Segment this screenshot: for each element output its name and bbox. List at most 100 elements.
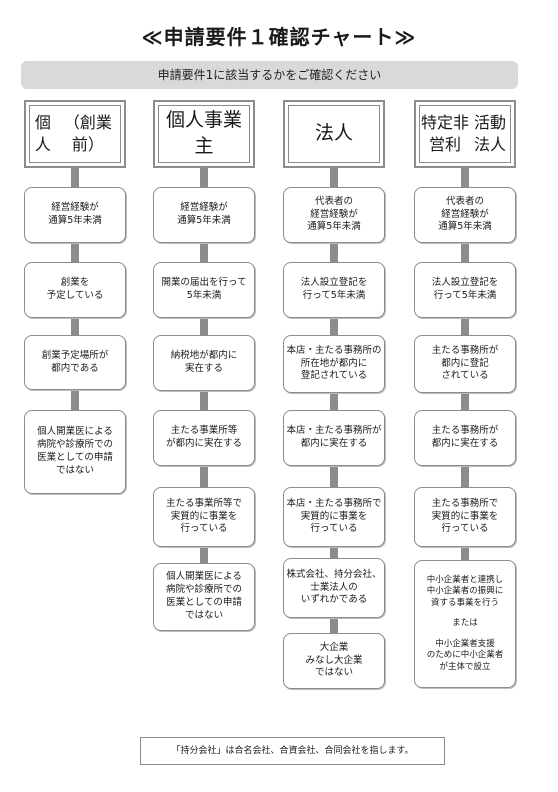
requirement-text: 行っている xyxy=(441,523,489,535)
requirement-text: 通算5年未満 xyxy=(48,215,102,226)
requirement-text: 行っている xyxy=(310,523,358,535)
requirement-text: 本店・主たる事務所で xyxy=(286,497,382,509)
requirement-text: 本店・主たる事務所の xyxy=(286,344,382,356)
requirement-box: 創業を予定している xyxy=(24,262,126,318)
requirement-text: 開業の届出を行って xyxy=(161,277,247,289)
requirement-text: いずれかである xyxy=(300,594,368,606)
requirement-text: 実質的に事業を xyxy=(300,510,368,522)
requirement-text: 代表者の xyxy=(314,195,353,207)
requirement-text: 創業予定場所が xyxy=(41,349,109,361)
column-header-line: 法人 xyxy=(314,122,353,145)
requirement-text: 都内である xyxy=(51,362,99,374)
column-header: 個人事業主 xyxy=(153,100,255,168)
requirement-box: 中小企業者と連携し中小企業者の振興に資する事業を行うまたは中小企業者支援のために… xyxy=(414,560,516,688)
requirement-text: が主体で設立 xyxy=(439,661,491,672)
requirement-text: 法人設立登記を xyxy=(300,277,368,289)
requirement-text: 主たる事務所が xyxy=(431,344,499,356)
requirement-text: 予定している xyxy=(46,290,104,301)
requirement-text: が都内に実在する xyxy=(165,438,242,449)
requirement-box: 個人開業医による病院や診療所での医業としての申請ではない xyxy=(153,563,255,631)
requirement-text: 納税地が都内に xyxy=(170,350,238,362)
requirement-text: 通算5年未満 xyxy=(438,221,492,233)
requirement-text: 医業としての申請 xyxy=(166,597,242,608)
requirement-box: 大企業みなし大企業ではない xyxy=(283,633,385,689)
requirement-text: 5年未満 xyxy=(186,290,222,301)
requirement-text: 本店・主たる事務所が xyxy=(286,425,382,437)
requirement-text: ではない xyxy=(55,464,94,476)
requirement-text: みなし大企業 xyxy=(305,654,363,666)
requirement-text: のために中小企業者 xyxy=(426,650,504,661)
requirement-text: 通算5年未満 xyxy=(307,221,361,233)
requirement-box: 本店・主たる事務所の所在地が都内に登記されている xyxy=(283,335,385,393)
requirement-text: 都内に実在する xyxy=(431,438,499,449)
requirement-box: 経営経験が通算5年未満 xyxy=(24,187,126,243)
footnote: 「持分会社」は合名会社、合資会社、合同会社を指します。 xyxy=(140,737,445,765)
requirement-text: 主たる事務所が xyxy=(431,425,499,437)
requirement-text: 代表者の xyxy=(445,195,484,207)
requirement-text: 主たる事務所で xyxy=(431,497,499,509)
page-title: ≪申請要件１確認チャート≫ xyxy=(141,25,417,49)
requirement-text: 行って5年未満 xyxy=(302,290,366,301)
requirement-text: 実質的に事業を xyxy=(431,510,499,522)
requirement-box: 株式会社、持分会社、士業法人のいずれかである xyxy=(283,558,385,618)
requirement-text: 登記されている xyxy=(300,370,368,382)
requirement-box: 主たる事務所で実質的に事業を行っている xyxy=(414,487,516,547)
requirement-text: 行っている xyxy=(180,523,228,535)
requirement-text: 病院や診療所での xyxy=(165,584,242,596)
requirement-text: 実質的に事業を xyxy=(170,510,238,522)
requirement-text: 株式会社、持分会社、 xyxy=(286,568,382,580)
column-header: 個人 （創業前） xyxy=(24,100,126,168)
requirement-text: 中小企業者の振興に xyxy=(426,586,504,597)
requirement-text: 大企業 xyxy=(319,641,349,653)
column-header-line: 個人事業主 xyxy=(165,109,242,157)
requirement-text: 経営経験が xyxy=(180,202,228,214)
connector-line xyxy=(330,160,338,643)
requirement-text: 経営経験が xyxy=(51,202,99,214)
requirement-text: 士業法人の xyxy=(310,581,358,593)
requirement-text: ではない xyxy=(314,667,353,679)
column-header-line: 特定非営利 xyxy=(420,113,469,154)
requirement-text: 病院や診療所での xyxy=(36,439,113,451)
requirement-text: 所在地が都内に xyxy=(300,357,368,369)
column-header-line: 個人 xyxy=(34,113,51,154)
requirement-box: 本店・主たる事務所で実質的に事業を行っている xyxy=(283,487,385,547)
column-header-line: 活動法人 xyxy=(473,113,506,154)
requirement-box: 主たる事業所等で実質的に事業を行っている xyxy=(153,487,255,547)
requirement-box: 個人開業医による病院や診療所での医業としての申請ではない xyxy=(24,410,126,494)
requirement-box: 法人設立登記を行って5年未満 xyxy=(283,262,385,318)
requirement-text: 実在する xyxy=(184,363,223,374)
requirement-box: 納税地が都内に実在する xyxy=(153,335,255,391)
requirement-text: 経営経験が xyxy=(441,208,489,220)
requirement-text: 個人開業医による xyxy=(37,426,113,438)
requirement-text: または xyxy=(452,618,478,629)
requirement-text: 都内に実在する xyxy=(300,438,368,449)
requirement-text: 創業を xyxy=(60,277,90,289)
requirement-box: 経営経験が通算5年未満 xyxy=(153,187,255,243)
requirement-text: 個人開業医による xyxy=(166,571,242,583)
requirement-text: 行って5年未満 xyxy=(433,290,497,301)
requirement-text: 都内に登記 xyxy=(441,357,489,369)
requirement-box: 主たる事務所が都内に登記されている xyxy=(414,335,516,393)
requirement-text: 医業としての申請 xyxy=(37,452,113,463)
instruction-banner: 申請要件1に該当するかをご確認ください xyxy=(21,61,518,89)
requirement-text: 中小企業者支援 xyxy=(435,638,495,649)
requirement-text: されている xyxy=(441,370,489,382)
requirement-box: 創業予定場所が都内である xyxy=(24,335,126,390)
requirement-text: 法人設立登記を xyxy=(431,277,499,289)
requirement-text: 主たる事業所等で xyxy=(165,497,242,509)
requirement-text: 中小企業者と連携し xyxy=(426,574,504,585)
requirement-box: 代表者の経営経験が通算5年未満 xyxy=(414,187,516,243)
requirement-box: 代表者の経営経験が通算5年未満 xyxy=(283,187,385,243)
column-header: 法人 xyxy=(283,100,385,168)
requirement-box: 本店・主たる事務所が都内に実在する xyxy=(283,410,385,466)
requirement-text: 主たる事業所等 xyxy=(170,425,238,437)
column-header-line: （創業前） xyxy=(63,113,112,154)
requirement-text: 資する事業を行う xyxy=(430,597,499,608)
requirement-text: 通算5年未満 xyxy=(177,215,231,226)
requirement-text: 経営経験が xyxy=(310,208,358,220)
requirement-text: ではない xyxy=(184,609,223,621)
column-header: 特定非営利活動法人 xyxy=(414,100,516,168)
requirement-box: 主たる事業所等が都内に実在する xyxy=(153,410,255,466)
requirement-box: 法人設立登記を行って5年未満 xyxy=(414,262,516,318)
